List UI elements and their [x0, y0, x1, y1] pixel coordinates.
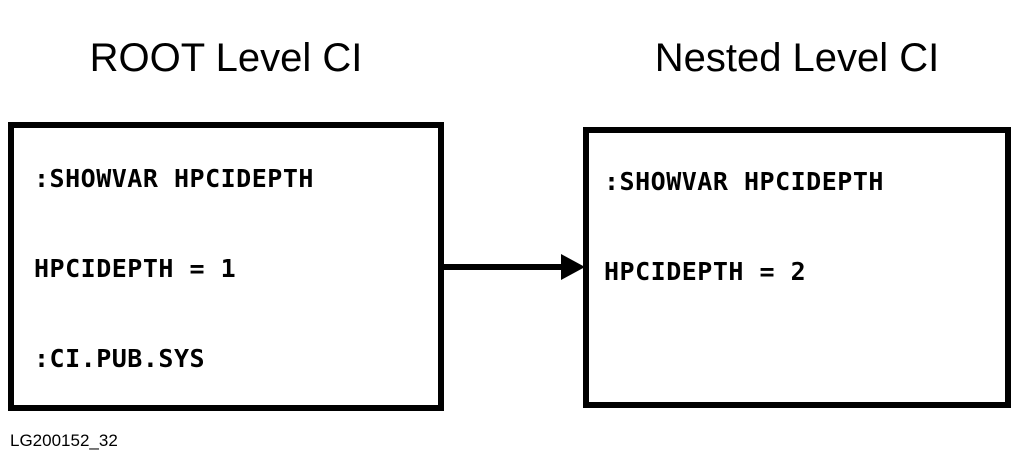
- root-box-line-showvar: :SHOWVAR HPCIDEPTH: [34, 164, 314, 193]
- nested-level-ci-box: :SHOWVAR HPCIDEPTH HPCIDEPTH = 2: [583, 127, 1011, 408]
- nested-box-line-hpcidepth-value: HPCIDEPTH = 2: [604, 257, 807, 286]
- figure-caption: LG200152_32: [10, 431, 118, 450]
- nested-box-line-showvar: :SHOWVAR HPCIDEPTH: [604, 167, 884, 196]
- column-heading-root: ROOT Level CI: [89, 36, 363, 80]
- column-heading-nested: Nested Level CI: [654, 36, 940, 80]
- root-box-line-prompt: :CI.PUB.SYS: [34, 344, 206, 373]
- root-box-content: :SHOWVAR HPCIDEPTH HPCIDEPTH = 1 :CI.PUB…: [14, 128, 438, 405]
- root-level-ci-box: :SHOWVAR HPCIDEPTH HPCIDEPTH = 1 :CI.PUB…: [8, 122, 444, 411]
- arrow-right-icon: [443, 254, 585, 280]
- nested-box-content: :SHOWVAR HPCIDEPTH HPCIDEPTH = 2: [589, 133, 1005, 402]
- root-box-line-hpcidepth-value: HPCIDEPTH = 1: [34, 254, 237, 283]
